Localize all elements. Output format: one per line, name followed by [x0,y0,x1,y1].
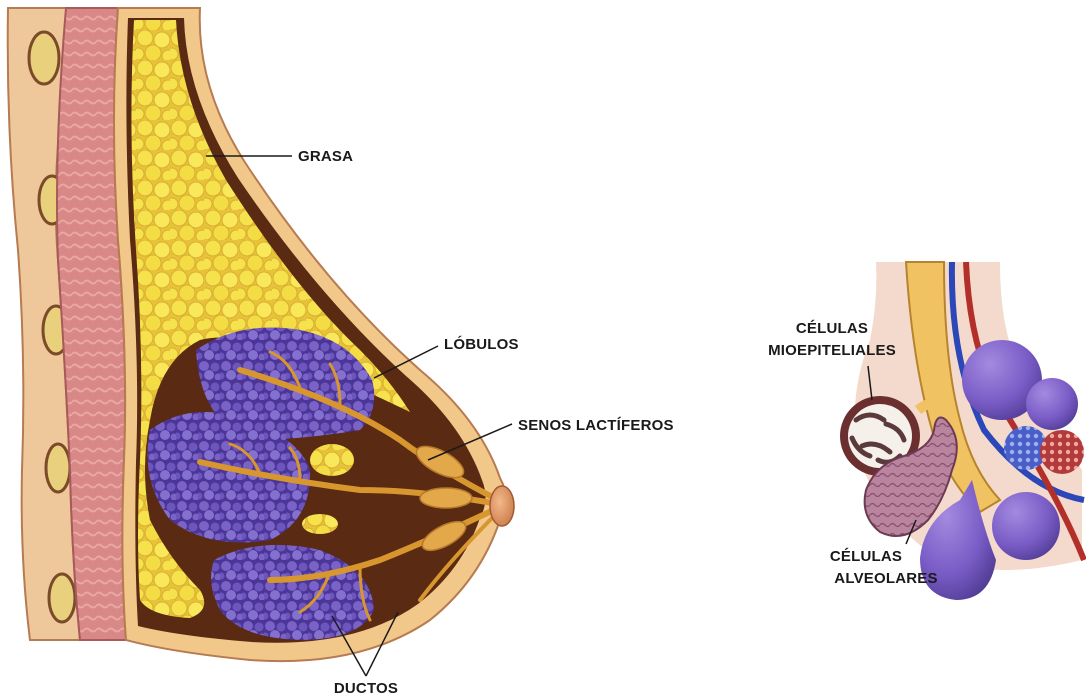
capillary-red [1040,430,1084,474]
label-lobules: LÓBULOS [444,335,519,353]
label-alv-line1: CÉLULAS [830,548,902,565]
fat-island [310,444,354,476]
label-myo-line2: MIOEPITELIALES [768,342,896,359]
label-myo-line1: CÉLULAS [796,320,868,337]
label-fat: GRASA [298,148,353,165]
nipple [490,486,514,526]
fat-island [302,514,338,534]
label-ducts: DUCTOS [334,680,398,697]
breast-section [8,8,514,661]
label-sinuses: SENOS LACTÍFEROS [518,417,674,434]
label-alv-line2: ALVEOLARES [834,570,937,587]
